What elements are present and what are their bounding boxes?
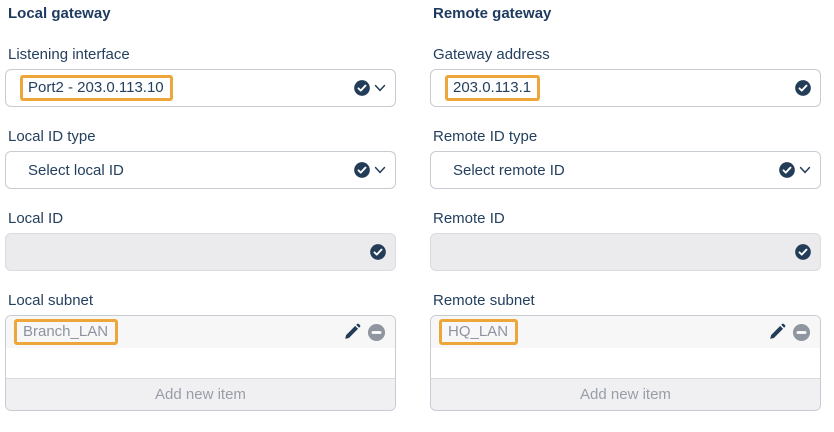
local-id-type-icons <box>353 152 387 188</box>
valid-check-icon <box>795 244 811 260</box>
listening-interface-select[interactable]: Port2 - 203.0.113.10 <box>5 69 396 107</box>
chevron-down-icon <box>799 166 811 174</box>
remote-subnet-label: Remote subnet <box>433 292 535 309</box>
local-subnet-item[interactable]: Branch_LAN <box>6 316 395 348</box>
field-listening-interface: Listening interface Port2 - 203.0.113.10 <box>5 46 396 107</box>
remove-minus-icon[interactable] <box>792 323 811 342</box>
remote-subnet-item[interactable]: HQ_LAN <box>431 316 820 348</box>
remote-gateway-column: Remote gateway Gateway address 203.0.113… <box>430 5 821 432</box>
local-subnet-empty-area <box>6 348 395 378</box>
local-id-input <box>5 233 396 271</box>
local-id-icons <box>369 234 387 270</box>
field-local-id-type: Local ID type Select local ID <box>5 128 396 189</box>
remote-id-input <box>430 233 821 271</box>
gateway-address-icons <box>794 70 812 106</box>
local-id-type-label: Local ID type <box>8 128 96 145</box>
field-remote-subnet: Remote subnet HQ_LAN <box>430 292 821 411</box>
edit-pencil-icon[interactable] <box>342 322 362 342</box>
gateway-address-input[interactable]: 203.0.113.1 <box>430 69 821 107</box>
valid-check-icon <box>370 244 386 260</box>
chevron-down-icon <box>374 166 386 174</box>
local-id-label: Local ID <box>8 210 64 227</box>
remote-gateway-title: Remote gateway <box>433 5 552 22</box>
remote-subnet-empty-area <box>431 348 820 378</box>
remote-id-type-icons <box>778 152 812 188</box>
remote-id-label: Remote ID <box>433 210 505 227</box>
local-gateway-column: Local gateway Listening interface Port2 … <box>5 5 396 432</box>
valid-check-icon <box>795 80 811 96</box>
field-local-subnet: Local subnet Branch_LAN <box>5 292 396 411</box>
listening-interface-label: Listening interface <box>8 46 130 63</box>
chevron-down-icon <box>374 84 386 92</box>
local-id-type-value: Select local ID <box>28 161 124 179</box>
local-subnet-item-actions <box>342 322 386 342</box>
field-local-id: Local ID <box>5 210 396 271</box>
valid-check-icon <box>354 162 370 178</box>
remove-minus-icon[interactable] <box>367 323 386 342</box>
local-gateway-title: Local gateway <box>8 5 111 22</box>
field-gateway-address: Gateway address 203.0.113.1 <box>430 46 821 107</box>
local-subnet-label: Local subnet <box>8 292 94 309</box>
remote-id-type-label: Remote ID type <box>433 128 538 145</box>
local-subnet-item-value: Branch_LAN <box>14 319 119 345</box>
remote-id-type-value: Select remote ID <box>453 161 565 179</box>
gateway-address-value: 203.0.113.1 <box>445 75 541 101</box>
valid-check-icon <box>354 80 370 96</box>
field-remote-id-type: Remote ID type Select remote ID <box>430 128 821 189</box>
edit-pencil-icon[interactable] <box>767 322 787 342</box>
valid-check-icon <box>779 162 795 178</box>
remote-id-icons <box>794 234 812 270</box>
remote-id-type-select[interactable]: Select remote ID <box>430 151 821 189</box>
remote-subnet-item-actions <box>767 322 811 342</box>
gateway-address-label: Gateway address <box>433 46 550 63</box>
listening-interface-value: Port2 - 203.0.113.10 <box>20 75 173 101</box>
remote-subnet-item-value: HQ_LAN <box>439 319 519 345</box>
remote-subnet-listbox: HQ_LAN Add new item <box>430 315 821 411</box>
local-subnet-listbox: Branch_LAN Add new item <box>5 315 396 411</box>
listening-interface-icons <box>353 70 387 106</box>
field-remote-id: Remote ID <box>430 210 821 271</box>
local-id-type-select[interactable]: Select local ID <box>5 151 396 189</box>
local-subnet-add-button[interactable]: Add new item <box>6 378 395 410</box>
remote-subnet-add-button[interactable]: Add new item <box>431 378 820 410</box>
